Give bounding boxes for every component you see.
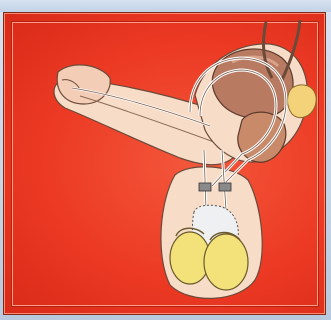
seminal-vesicle [288, 85, 317, 118]
glans [57, 65, 110, 104]
prostate [238, 112, 286, 162]
testis-right [204, 234, 248, 290]
connector-left [199, 183, 211, 191]
connector-right [219, 183, 231, 191]
